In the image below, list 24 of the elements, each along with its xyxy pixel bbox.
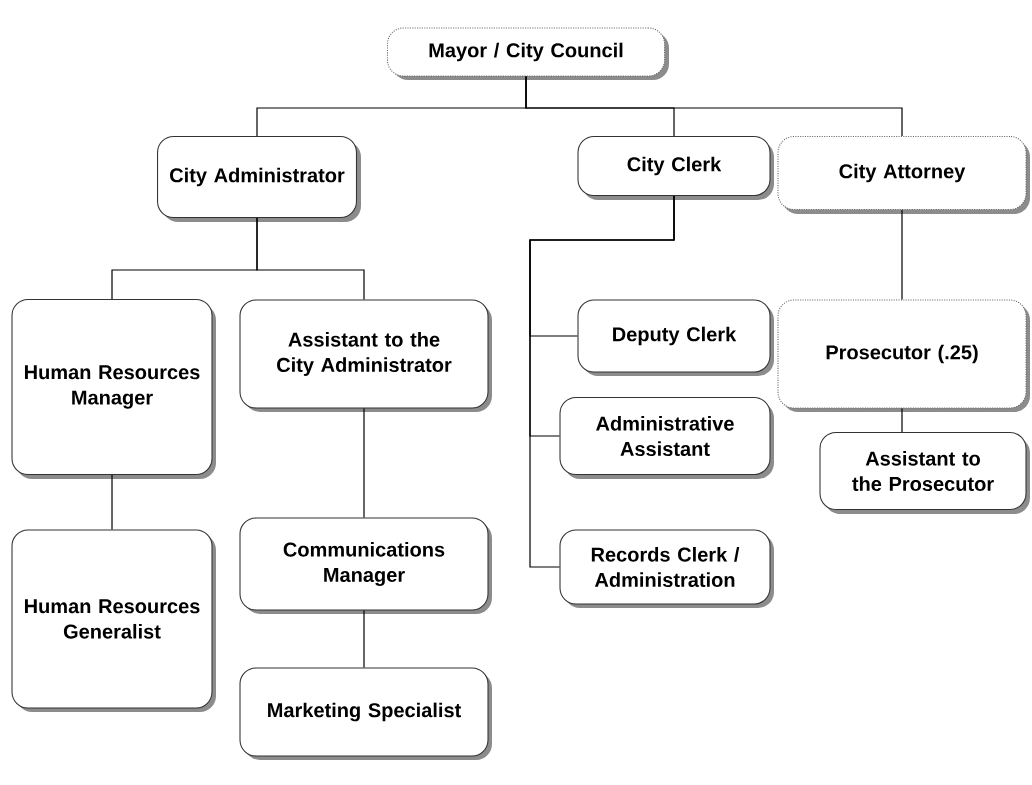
org-box: City Administrator <box>157 135 361 222</box>
org-box: City Attorney <box>777 135 1030 214</box>
org-box: Assistant to the Prosecutor <box>819 431 1030 514</box>
connector-line <box>525 75 903 137</box>
org-box: Administrative Assistant <box>559 396 774 479</box>
org-box: Human Resources Generalist <box>11 529 216 712</box>
org-box: City Clerk <box>577 136 774 200</box>
connector-line <box>363 609 365 669</box>
org-box: Human Resources Manager <box>11 299 216 479</box>
org-box: Communications Manager <box>239 517 492 614</box>
node-label: City Attorney <box>839 163 966 183</box>
org-box: Deputy Clerk <box>577 299 774 376</box>
connector-line <box>111 474 113 531</box>
connector-line <box>529 195 675 568</box>
connector-line <box>256 217 365 301</box>
connector-line <box>901 209 903 301</box>
connector-line <box>901 407 903 433</box>
org-box: Mayor / City Council <box>386 27 669 80</box>
connector-line <box>363 407 365 519</box>
org-box: Prosecutor (.25) <box>777 299 1030 412</box>
node-label: Assistant to the Prosecutor <box>852 450 994 491</box>
org-box: Records Clerk / Administration <box>559 529 774 608</box>
org-box: Assistant to the City Administrator <box>239 299 492 412</box>
org-box: Marketing Specialist <box>239 667 492 760</box>
